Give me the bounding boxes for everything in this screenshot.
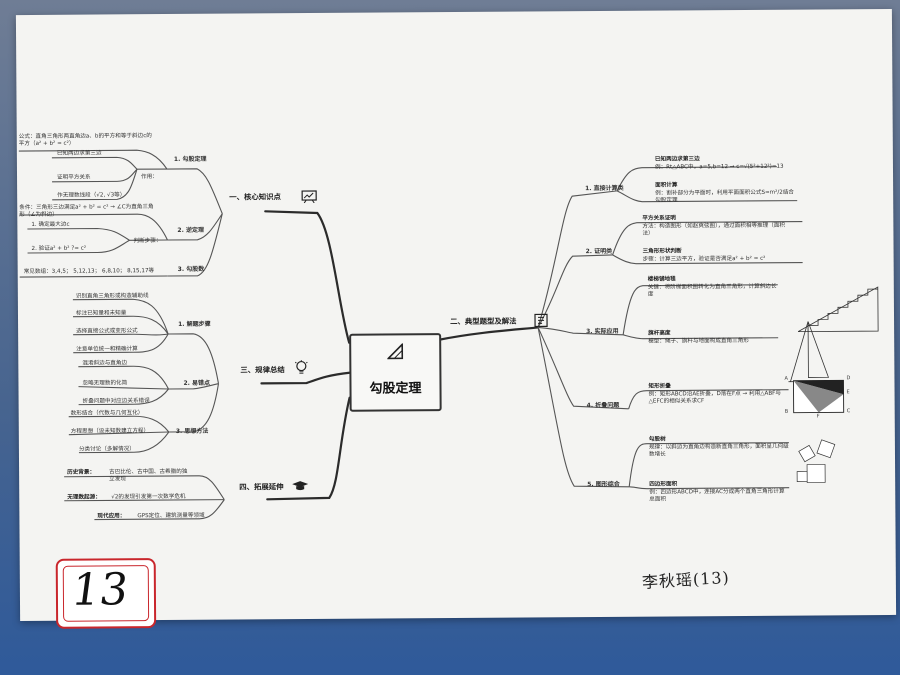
b3-s2-item2: 忽略无理数的化简 bbox=[82, 380, 128, 387]
branch1-title: 一、核心知识点 bbox=[229, 192, 281, 202]
b1-sub2-title: 2. 逆定理 bbox=[177, 226, 204, 234]
set-square-icon bbox=[387, 343, 404, 360]
b2-s5-item2-head: 四边形面积 bbox=[649, 481, 678, 488]
b3-s1-item1: 识别直角三角形或构造辅助线 bbox=[75, 293, 149, 300]
fold-label-c: C bbox=[846, 408, 851, 415]
book-icon bbox=[534, 313, 548, 328]
b2-s1-item2-head: 面积计算 bbox=[655, 182, 678, 189]
b1-sub1-title: 1. 勾股定理 bbox=[173, 155, 207, 163]
b1-role-1: 已知两边求第三边 bbox=[56, 150, 102, 157]
mindmap-paper: 一、核心知识点 1. 勾股定理 公式：直角三角形两直角边a、b的平方和等于斜边c… bbox=[15, 8, 897, 629]
b4-item2-head: 无理数起源： bbox=[67, 494, 101, 501]
presentation-board-icon bbox=[301, 190, 317, 204]
b2-s3-item1-body: 关键：将阶梯面积图转化为直角三角形，计算斜边长度 bbox=[647, 283, 777, 298]
b3-sub2-title: 2. 易错点 bbox=[183, 379, 211, 387]
b2-s4-item1-body: 例：矩形ABCD沿AE折叠，D落在F点 → 利用△ABF与△EFC的相似关系求C… bbox=[648, 390, 781, 405]
flagpole-figure bbox=[788, 321, 834, 383]
branch2-title: 二、典型题型及解法 bbox=[450, 316, 517, 327]
b3-s2-item3: 折叠问题中对应边关系错误 bbox=[82, 398, 150, 405]
fold-label-b: B bbox=[784, 408, 789, 415]
fold-label-d: D bbox=[846, 375, 851, 382]
b3-s1-item2: 标注已知量和未知量 bbox=[75, 310, 127, 317]
b2-s2-item1-head: 平方关系证明 bbox=[642, 215, 676, 222]
b2-s5-item2-body: 例：四边形ABCD中，连接AC分成两个直角三角形计算总面积 bbox=[649, 488, 785, 503]
student-number-badge: 13 bbox=[55, 558, 157, 629]
b3-s1-item4: 注意单位统一和精确计算 bbox=[76, 346, 138, 353]
b1-role-label: 作用： bbox=[141, 174, 158, 181]
b3-s3-item1: 数形结合（代数与几何互化） bbox=[70, 410, 144, 417]
b4-item2-body: √2的发现引发第一次数学危机 bbox=[111, 493, 186, 501]
central-topic-title: 勾股定理 bbox=[369, 381, 422, 397]
b2-s4-item1-head: 矩形折叠 bbox=[648, 383, 671, 390]
b4-item1-body: 古巴比伦、古中国、古希腊的独立发现 bbox=[109, 468, 188, 483]
b2-s5-item1-body: 规律：以斜边为直角边构造新直角三角形，面积呈几何级数增长 bbox=[648, 443, 789, 458]
b1-role-2: 证明平方关系 bbox=[57, 174, 91, 181]
mindmap-connectors bbox=[18, 149, 879, 521]
b1-condition: 条件：三角形三边满足a² + b² = c² → ∠C为直角三角形（∠为斜边） bbox=[19, 204, 154, 219]
student-number: 13 bbox=[68, 564, 132, 616]
b2-sub1-title: 1. 直接计算类 bbox=[585, 184, 624, 193]
fold-label-a: A bbox=[784, 375, 788, 382]
b2-s3-item2-head: 旗杆高度 bbox=[648, 330, 671, 337]
branch4-title: 四、拓展延伸 bbox=[239, 482, 284, 492]
b3-s2-item1: 混淆斜边与直角边 bbox=[82, 360, 128, 367]
b2-sub5-title: 5. 图形综合 bbox=[587, 480, 620, 489]
b1-common-numbers: 常见数组：3,4,5； 5,12,13； 6,8,10； 8,15,17等 bbox=[23, 268, 155, 276]
b2-s1-item1-head: 已知两边求第三边 bbox=[654, 156, 700, 163]
b3-s3-item3: 分类讨论（多解情况） bbox=[78, 446, 135, 453]
fold-label-e: E bbox=[846, 389, 850, 396]
b2-s5-item1-head: 勾股树 bbox=[648, 436, 666, 443]
folding-rectangle-figure bbox=[793, 379, 845, 414]
b1-method-label: 判断步骤： bbox=[133, 238, 162, 245]
b4-item3-head: 现代应用： bbox=[97, 513, 126, 520]
b2-s2-item1-body: 方法：构造图形（如赵爽弦图），通过面积相等推理（面积法） bbox=[642, 222, 786, 237]
b4-item3-body: GPS定位、建筑测量等领域 bbox=[137, 512, 205, 520]
central-topic-box: 勾股定理 bbox=[349, 333, 442, 412]
fold-label-f: F bbox=[816, 413, 820, 420]
b1-step-1: 1. 确定最大边c bbox=[31, 221, 70, 228]
b3-s3-item2: 方程思想（设未知数建立方程） bbox=[70, 428, 150, 435]
b2-s1-item2-body: 例：割补部分为平面时，利用平面面积公式S=m²/2结合勾股定理 bbox=[655, 189, 795, 204]
pythagoras-tree-figure bbox=[796, 439, 836, 483]
b4-item1-head: 历史背景： bbox=[67, 469, 96, 476]
staircase-figure bbox=[797, 286, 879, 333]
b2-s2-item2-head: 三角形形状判断 bbox=[642, 248, 682, 255]
b2-sub2-title: 2. 证明类 bbox=[585, 247, 613, 256]
b2-sub4-title: 4. 折叠问题 bbox=[586, 401, 620, 410]
b1-role-3: 作无理数线段（√2, √3等） bbox=[57, 192, 126, 199]
branch3-title: 三、规律总结 bbox=[240, 365, 285, 375]
b3-s1-item3: 选择直接公式或变形公式 bbox=[76, 328, 138, 335]
graduation-cap-icon bbox=[292, 481, 309, 491]
b2-s1-item1-body: 例：Rt△ABC中，a=5,b=12 → c=√(5²+12²)=13 bbox=[654, 163, 784, 171]
b1-formula: 公式：直角三角形两直角边a、b的平方和等于斜边c的平方（a² + b² = c²… bbox=[18, 133, 152, 148]
lightbulb-icon bbox=[294, 360, 308, 374]
b1-step-2: 2. 验证a² + b² ?= c² bbox=[31, 245, 87, 252]
b3-sub1-title: 1. 解题步骤 bbox=[178, 320, 211, 328]
b3-sub3-title: 3. 思想方法 bbox=[175, 427, 209, 435]
b2-s3-item2-body: 模型：绳子、旗杆与地面构成直角三角形 bbox=[648, 337, 749, 345]
b2-s3-item1-head: 楼梯铺地毯 bbox=[647, 276, 676, 283]
b2-sub3-title: 3. 实际应用 bbox=[586, 327, 619, 336]
b1-sub3-title: 3. 勾股数 bbox=[177, 265, 205, 273]
b2-s2-item2-body: 步骤：计算三边平方，验证是否满足a² + b² = c² bbox=[642, 255, 766, 263]
